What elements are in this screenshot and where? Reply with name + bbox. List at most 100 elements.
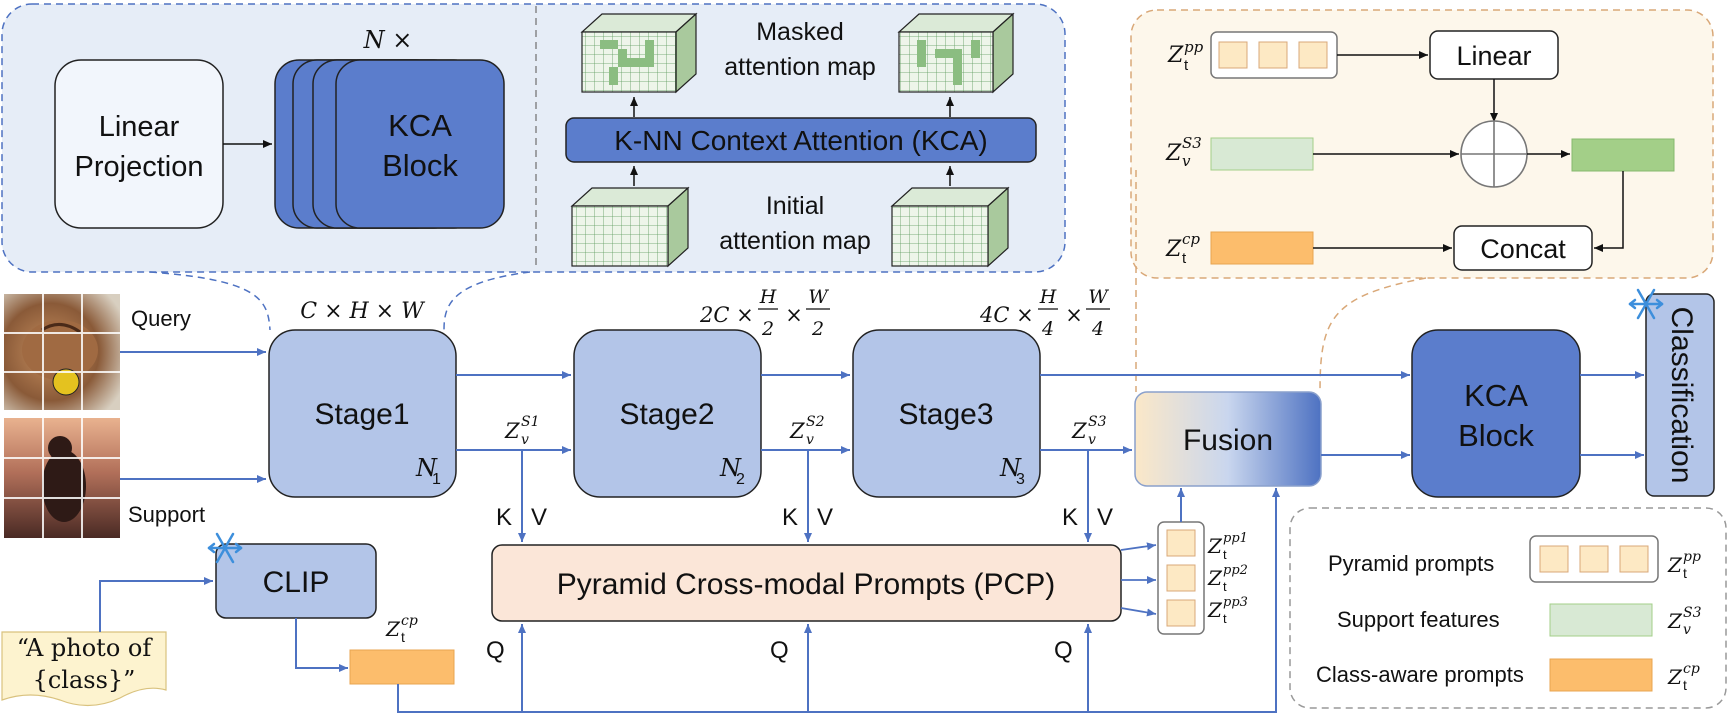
masked-attention-cube-right [897, 12, 1015, 94]
svg-text:×: × [785, 303, 803, 327]
pcp-out-1 [1120, 542, 1157, 551]
dim-stage2: 2C × H 2 × W 2 [699, 286, 830, 340]
svg-text:t: t [401, 629, 405, 645]
svg-text:Z: Z [385, 617, 401, 641]
svg-text:2: 2 [761, 318, 774, 340]
svg-text:Z: Z [1167, 43, 1184, 68]
stage2: Stage2 N 2 [573, 329, 762, 498]
svg-text:v: v [1683, 622, 1691, 638]
masked-map-label-1: Masked [756, 18, 844, 46]
repeat-label: N × [363, 26, 413, 54]
initial-attention-cube-left [570, 186, 690, 268]
pyramid-prompt-cell-2 [1258, 41, 1288, 69]
snowflake-icon [1628, 288, 1664, 320]
svg-text:1: 1 [432, 471, 441, 488]
svg-text:Q: Q [770, 637, 789, 664]
svg-text:t: t [1182, 250, 1187, 267]
output-to-concat-arrow [1594, 171, 1624, 252]
svg-text:t: t [1223, 547, 1227, 562]
linear-projection-label-1: Linear [99, 111, 180, 143]
initial-attention-cube-right [890, 186, 1010, 268]
stage1-zoom-left [149, 271, 271, 331]
svg-text:Z: Z [1165, 237, 1182, 262]
text-prompt-line-1: “A photo of [17, 634, 154, 662]
svg-text:S2: S2 [806, 414, 825, 430]
concat-label: Concat [1480, 234, 1566, 264]
svg-text:pp1: pp1 [1223, 531, 1248, 546]
fusion-zoom-right [1319, 277, 1427, 393]
legend-label-support: Support features [1337, 607, 1500, 632]
fusion-detail-zs3-label: Z S3 v [1165, 134, 1202, 170]
svg-text:t: t [1223, 611, 1227, 626]
kv-labels: K V K V K V [496, 504, 1113, 531]
svg-text:4: 4 [1091, 318, 1104, 340]
stage1-zoom-right [443, 271, 531, 331]
fusion-detail-panel: Z pp t Linear Z S3 v Z cp t [1130, 9, 1714, 279]
masked-attention-cube-left [580, 12, 698, 94]
zpp-stack-labels: Z pp1 t Z pp2 t Z pp3 t [1207, 531, 1248, 626]
svg-text:H: H [1039, 286, 1057, 308]
svg-text:Stage2: Stage2 [619, 398, 714, 431]
svg-text:cp: cp [401, 613, 418, 629]
svg-text:2: 2 [811, 318, 824, 340]
svg-text:t: t [1223, 579, 1227, 594]
legend-support-swatch [1549, 603, 1653, 637]
svg-text:K: K [782, 504, 798, 531]
masked-map-label-2: attention map [724, 53, 876, 81]
dim-stage3: 4C × H 4 × W 4 [979, 286, 1110, 340]
svg-text:4C ×: 4C × [979, 303, 1034, 327]
pyramid-prompt-cell-3 [1298, 41, 1328, 69]
svg-text:t: t [1683, 677, 1687, 693]
svg-text:Stage3: Stage3 [898, 398, 993, 431]
svg-text:3: 3 [1016, 471, 1025, 488]
linear-projection-label-2: Projection [75, 151, 204, 183]
svg-text:Q: Q [486, 637, 505, 664]
svg-text:cp: cp [1683, 661, 1700, 677]
svg-text:v: v [521, 432, 529, 448]
svg-text:v: v [1088, 432, 1096, 448]
text-prompt-line-2: {class}” [33, 666, 136, 694]
svg-text:Z: Z [1667, 553, 1683, 577]
svg-text:4: 4 [1041, 318, 1054, 340]
kca-block-label-1: KCA [388, 108, 452, 143]
fusion-box [1134, 391, 1322, 487]
pcp-label: Pyramid Cross-modal Prompts (PCP) [557, 568, 1055, 601]
svg-text:v: v [1182, 152, 1191, 170]
svg-text:Z: Z [504, 419, 520, 443]
kca-stack [274, 59, 505, 229]
svg-text:Q: Q [1054, 637, 1073, 664]
fusion-detail-zpp-label: Z pp t [1167, 38, 1204, 74]
svg-text:V: V [1097, 504, 1113, 531]
query-label: Query [131, 306, 191, 331]
fusion-detail-zcp-label: Z cp t [1165, 230, 1200, 267]
support-label: Support [128, 502, 205, 527]
pcp-box [491, 544, 1122, 622]
top-panel: Linear Projection N × KCA Block [1, 3, 1066, 273]
q-bus [397, 488, 1280, 713]
support-feature-bar [1210, 137, 1314, 171]
clip-snowflake-icon [207, 532, 243, 564]
svg-text:Z: Z [1207, 566, 1223, 590]
svg-text:N: N [719, 454, 742, 482]
linear-projection-box [54, 59, 224, 229]
svg-text:Z: Z [1667, 609, 1683, 633]
svg-text:pp2: pp2 [1223, 563, 1248, 578]
svg-text:W: W [1088, 286, 1109, 308]
svg-text:N: N [415, 454, 438, 482]
svg-text:H: H [759, 286, 777, 308]
fusion-label: Fusion [1183, 424, 1273, 457]
kca-block-right [1411, 329, 1581, 498]
svg-text:V: V [531, 504, 547, 531]
svg-text:t: t [1683, 565, 1687, 581]
z-s2-label: Z S2 v [789, 414, 825, 448]
svg-text:V: V [817, 504, 833, 531]
linear-label: Linear [1456, 41, 1531, 71]
prompt-to-clip-arrow [99, 577, 213, 632]
svg-text:Z: Z [1165, 141, 1182, 166]
svg-text:pp3: pp3 [1223, 595, 1248, 610]
clip-to-cp-arrow [295, 618, 348, 672]
cp-token [349, 649, 455, 685]
cp-token-label: Z cp t [385, 613, 418, 645]
svg-text:Z: Z [789, 419, 805, 443]
